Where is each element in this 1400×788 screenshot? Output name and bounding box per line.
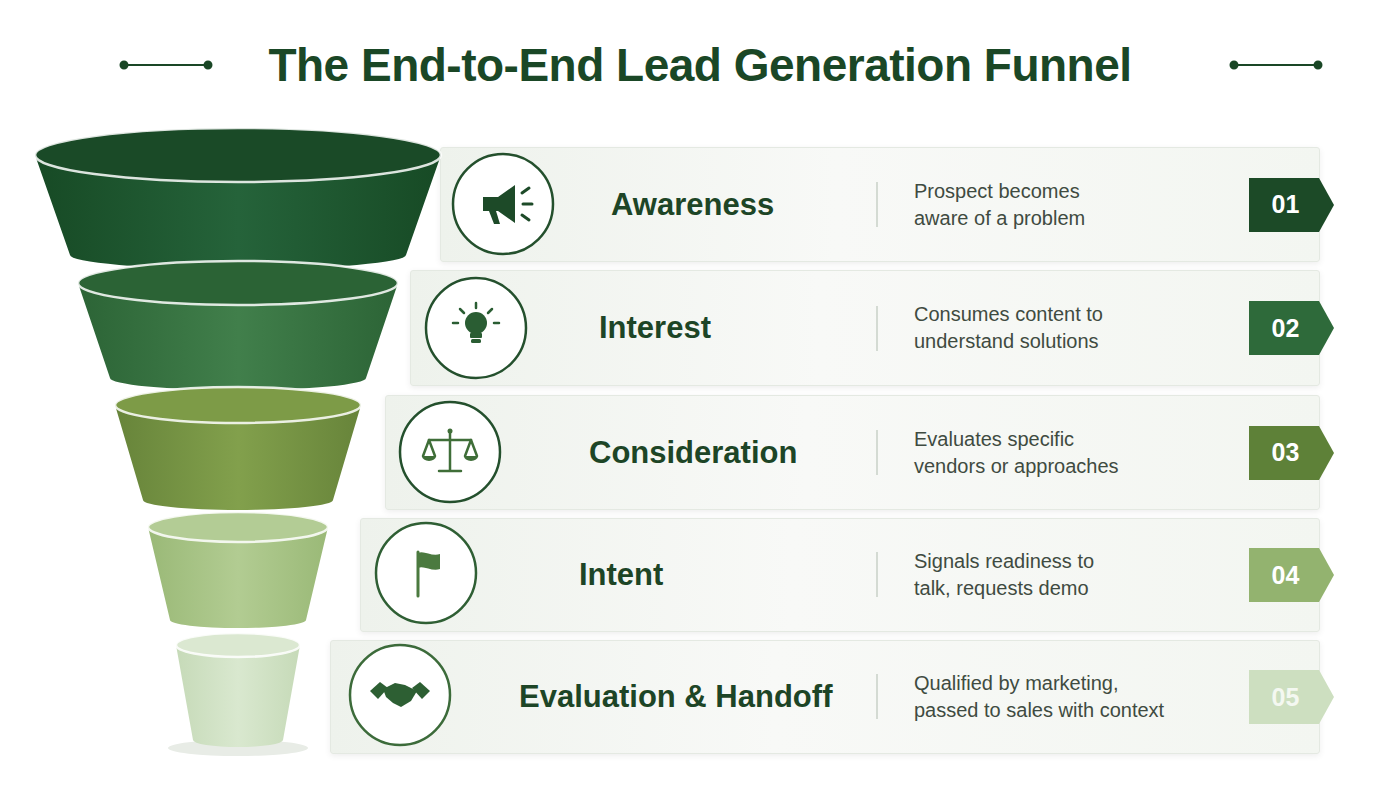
step-badge: 04 [1249,548,1334,602]
funnel-layer [78,261,398,390]
funnel-layer [176,633,300,747]
stage-name: Intent [579,556,663,594]
stage-name: Awareness [611,186,774,224]
funnel-layer [148,512,328,628]
stage-description: Consumes content to understand solutions [914,301,1144,355]
badge-arrow-fill [1249,548,1334,602]
diagram-title: The End-to-End Lead Generation Funnel [0,30,1400,100]
badge-arrow-fill [1249,178,1334,232]
stage-description: Prospect becomes aware of a problem [914,178,1124,232]
stage-name: Interest [599,309,711,347]
step-badge: 02 [1249,301,1334,355]
stage-band: Evaluation & Handoff Qualified by marketi… [330,640,1320,754]
step-number: 03 [1249,426,1322,480]
funnel-layer [35,128,441,269]
step-number: 01 [1249,178,1322,232]
step-number: 05 [1249,670,1322,724]
funnel-layer [115,387,361,510]
stage-band: Awareness Prospect becomes aware of a pro… [440,147,1320,262]
stage-band: Intent Signals readiness to talk, request… [360,518,1320,632]
badge-arrow-fill [1249,301,1334,355]
step-number: 04 [1249,548,1322,602]
stage-description: Qualified by marketing, passed to sales … [914,670,1176,724]
step-badge: 05 [1249,670,1334,724]
stage-band: Interest Consumes content to understand s… [410,270,1320,386]
step-number: 02 [1249,301,1322,355]
step-badge: 01 [1249,178,1334,232]
badge-arrow-fill [1249,426,1334,480]
funnel-shadow [168,740,308,756]
stage-name: Evaluation & Handoff [519,678,832,716]
step-badge: 03 [1249,426,1334,480]
stage-description: Evaluates specific vendors or approaches [914,426,1134,480]
badge-arrow-fill [1249,670,1334,724]
stage-description: Signals readiness to talk, requests demo [914,548,1124,602]
stage-name: Consideration [589,434,797,472]
stage-band: Consideration Evaluates specific vendors … [385,395,1320,510]
